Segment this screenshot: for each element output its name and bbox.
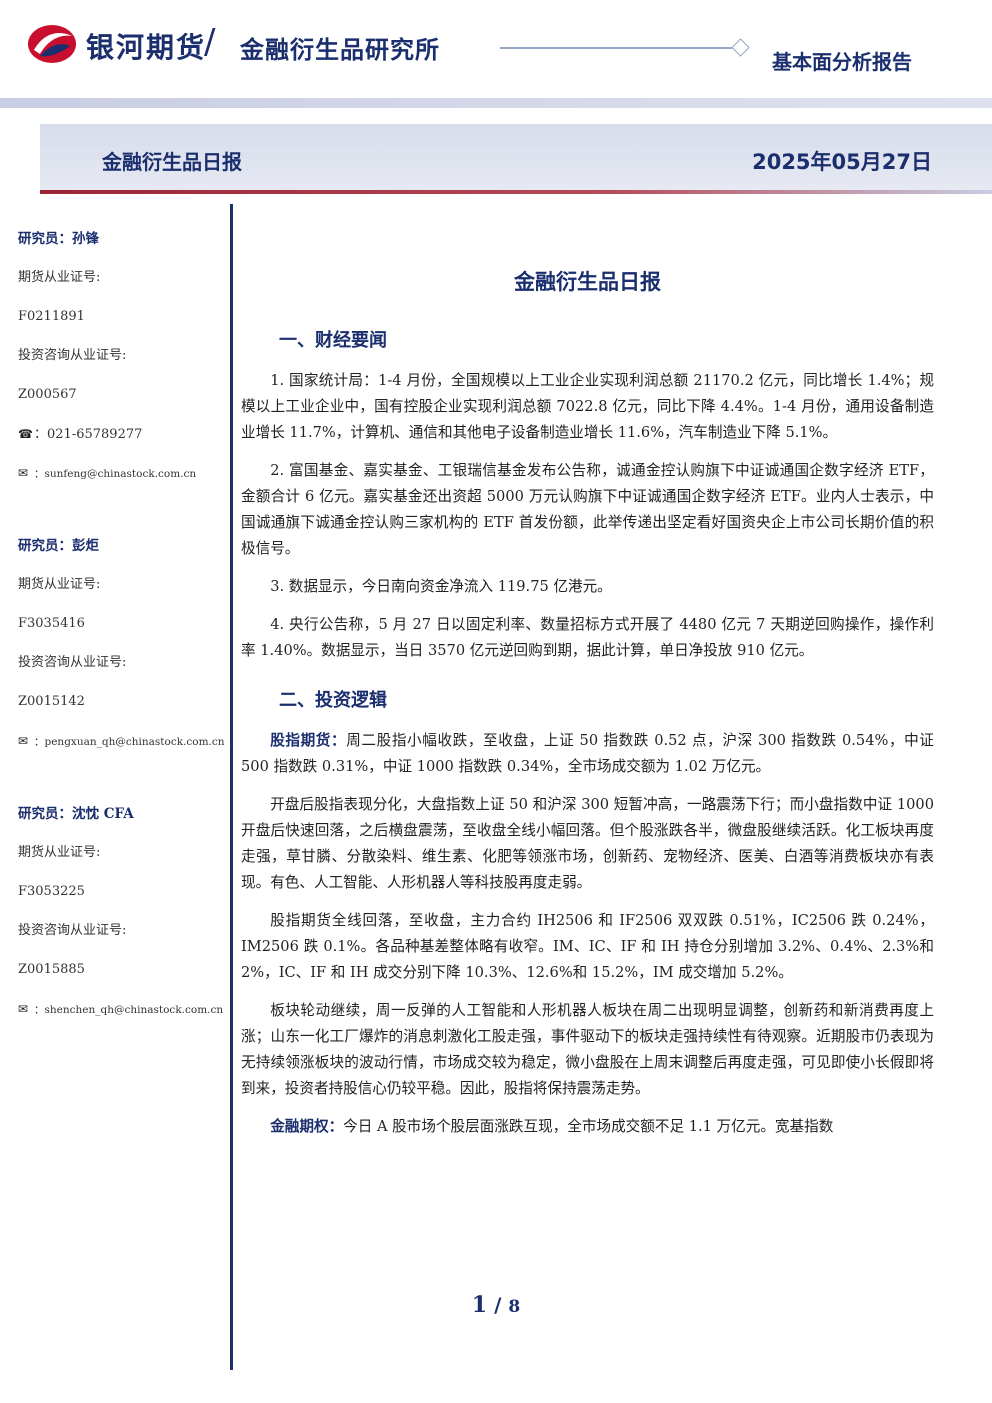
title-banner: 金融衍生品日报 2025年05月27日 bbox=[40, 124, 992, 192]
stock-index-paragraph: 开盘后股指表现分化，大盘指数上证 50 和沪深 300 短暂冲高，一路震荡下行；… bbox=[241, 796, 934, 891]
section-title-news: 一、财经要闻 bbox=[279, 330, 387, 351]
email-icon: ✉ bbox=[18, 1002, 29, 1016]
page-separator: / bbox=[494, 1293, 502, 1317]
email-link[interactable]: shenchen_qh@chinastock.com.cn bbox=[44, 1004, 224, 1016]
report-body: 金融衍生品日报 一、财经要闻 1. 国家统计局：1-4 月份，全国规模以上工业企… bbox=[241, 260, 934, 1152]
license-number: F0211891 bbox=[18, 309, 85, 324]
stock-index-paragraph: 股指期货全线回落，至收盘，主力合约 IH2506 和 IF2506 双双跌 0.… bbox=[241, 912, 934, 981]
current-page: 1 bbox=[471, 1292, 488, 1318]
options-paragraph: 金融期权：今日 A 股市场个股层面涨跌互现，全市场成交额不足 1.1 万亿元。宽… bbox=[241, 1114, 934, 1140]
total-pages: 8 bbox=[508, 1297, 521, 1317]
license-number: F3035416 bbox=[18, 616, 85, 631]
header-slash: / bbox=[204, 22, 216, 62]
page-header: 银河期货 / 金融衍生品研究所 基本面分析报告 bbox=[0, 0, 992, 100]
section-title-logic: 二、投资逻辑 bbox=[279, 690, 387, 711]
stock-index-paragraph: 股指期货：周二股指小幅收跌，至收盘，上证 50 指数跌 0.52 点，沪深 30… bbox=[241, 728, 934, 780]
license-label: 期货从业证号: bbox=[18, 577, 101, 592]
consult-label: 投资咨询从业证号: bbox=[18, 655, 127, 670]
options-text: 今日 A 股市场个股层面涨跌互现，全市场成交额不足 1.1 万亿元。宽基指数 bbox=[343, 1118, 834, 1135]
phone-row: ☎：021-65789277 bbox=[18, 419, 224, 458]
email-link[interactable]: pengxuan_qh@chinastock.com.cn bbox=[44, 736, 225, 748]
email-link[interactable]: sunfeng@chinastock.com.cn bbox=[44, 468, 197, 480]
header-band bbox=[0, 98, 992, 108]
license-label: 期货从业证号: bbox=[18, 845, 101, 860]
document-title: 金融衍生品日报 bbox=[514, 270, 661, 294]
email-row: ✉ ：sunfeng@chinastock.com.cn bbox=[18, 458, 224, 497]
galaxy-logo-icon bbox=[28, 25, 76, 63]
stock-index-lead: 股指期货： bbox=[270, 732, 347, 749]
email-row: ✉ ：shenchen_qh@chinastock.com.cn bbox=[18, 994, 224, 1033]
consult-label: 投资咨询从业证号: bbox=[18, 348, 127, 363]
researcher-name: 研究员：彭炬 bbox=[18, 538, 99, 554]
consult-number: Z000567 bbox=[18, 387, 77, 402]
banner-title: 金融衍生品日报 bbox=[102, 150, 242, 174]
researcher-name: 研究员：沈忱 CFA bbox=[18, 806, 134, 822]
sidebar-divider bbox=[230, 204, 233, 1370]
consult-number: Z0015142 bbox=[18, 694, 85, 709]
news-item: 1. 国家统计局：1-4 月份，全国规模以上工业企业实现利润总额 21170.2… bbox=[241, 372, 934, 441]
report-type: 基本面分析报告 bbox=[772, 50, 912, 74]
phone-prefix: ： bbox=[34, 427, 48, 442]
institute-name: 金融衍生品研究所 bbox=[240, 36, 440, 64]
banner-underline bbox=[40, 190, 992, 194]
email-icon: ✉ bbox=[18, 734, 29, 748]
page-number: 1 / 8 bbox=[0, 1292, 992, 1318]
header-rule bbox=[500, 47, 732, 49]
stock-index-text: 周二股指小幅收跌，至收盘，上证 50 指数跌 0.52 点，沪深 300 指数跌… bbox=[241, 732, 934, 775]
email-prefix: ： bbox=[34, 736, 45, 748]
phone-icon: ☎ bbox=[18, 427, 33, 441]
license-label: 期货从业证号: bbox=[18, 270, 101, 285]
researcher-sidebar: 研究员：孙锋 期货从业证号: F0211891 投资咨询从业证号: Z00056… bbox=[18, 224, 225, 1033]
consult-label: 投资咨询从业证号: bbox=[18, 923, 127, 938]
diamond-icon bbox=[731, 38, 750, 57]
license-number: F3053225 bbox=[18, 884, 85, 899]
email-prefix: ： bbox=[34, 468, 45, 480]
news-item: 4. 央行公告称，5 月 27 日以固定利率、数量招标方式开展了 4480 亿元… bbox=[241, 616, 934, 659]
news-item: 2. 富国基金、嘉实基金、工银瑞信基金发布公告称，诚通金控认购旗下中证诚通国企数… bbox=[241, 462, 934, 557]
news-item: 3. 数据显示，今日南向资金净流入 119.75 亿港元。 bbox=[270, 578, 612, 595]
stock-index-paragraph: 板块轮动继续，周一反弹的人工智能和人形机器人板块在周二出现明显调整，创新药和新消… bbox=[241, 1002, 934, 1097]
researcher-name: 研究员：孙锋 bbox=[18, 231, 99, 247]
report-date: 2025年05月27日 bbox=[752, 150, 932, 174]
phone-number: 021-65789277 bbox=[47, 427, 143, 442]
email-icon: ✉ bbox=[18, 466, 29, 480]
email-prefix: ： bbox=[34, 1004, 45, 1016]
brand-name: 银河期货 bbox=[86, 31, 207, 64]
consult-number: Z0015885 bbox=[18, 962, 85, 977]
options-lead: 金融期权： bbox=[270, 1118, 344, 1135]
email-row: ✉ ：pengxuan_qh@chinastock.com.cn bbox=[18, 726, 225, 765]
